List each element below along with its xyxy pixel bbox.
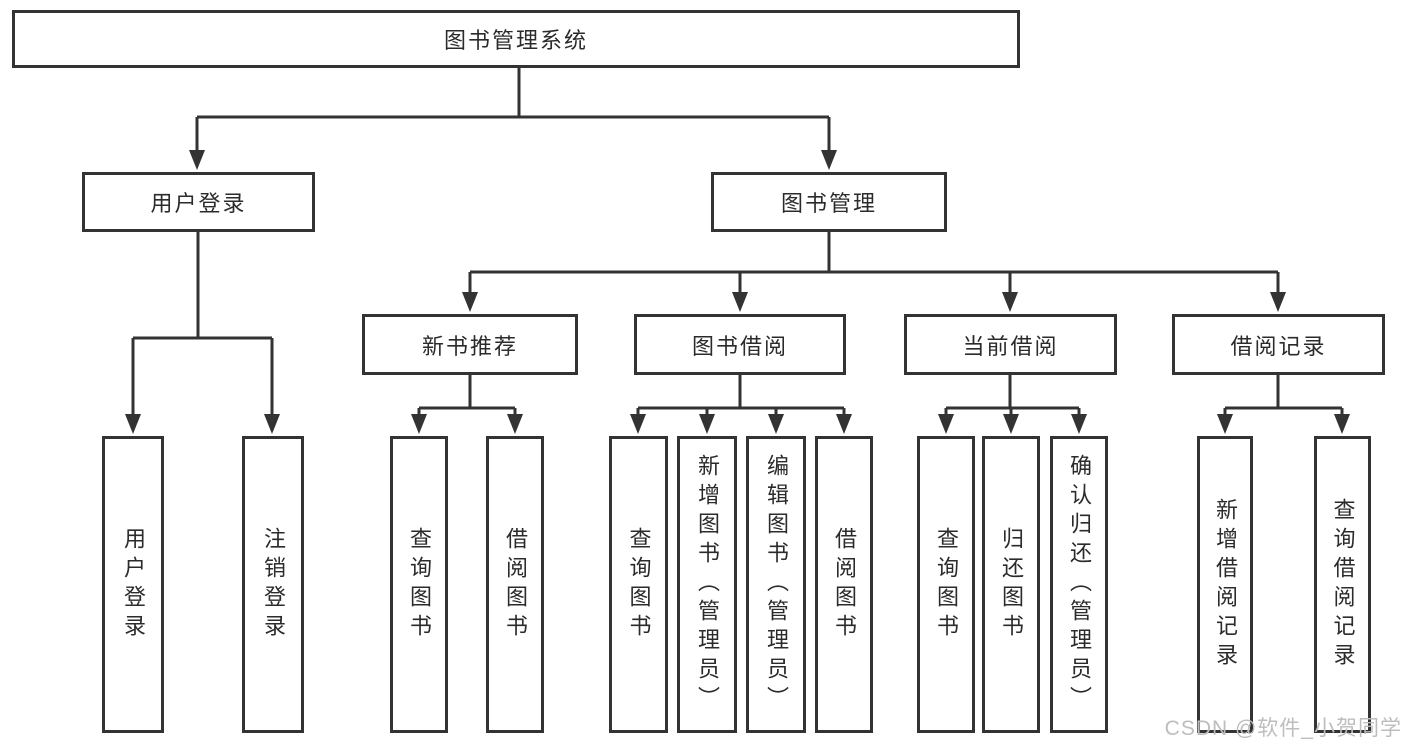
node-root: 图书管理系统 [12, 10, 1020, 68]
node-current-borrow-label: 当前借阅 [962, 333, 1059, 359]
leaf-borrow-edit-books-admin-label: 编辑图书（管理员） [764, 454, 789, 715]
leaf-borrow-edit-books-admin: 编辑图书（管理员） [746, 436, 806, 733]
leaf-current-return-books: 归还图书 [982, 436, 1040, 733]
leaf-current-confirm-return-admin: 确认归还（管理员） [1050, 436, 1108, 733]
node-book-management: 图书管理 [711, 172, 947, 232]
node-book-management-label: 图书管理 [780, 191, 877, 216]
node-borrow-records: 借阅记录 [1172, 314, 1385, 375]
leaf-logout: 注销登录 [242, 436, 304, 733]
leaf-borrow-query-books: 查询图书 [609, 436, 668, 733]
leaf-recommend-query-books-label: 查询图书 [407, 526, 432, 643]
leaf-user-login: 用户登录 [102, 436, 164, 733]
leaf-recommend-borrow-books: 借阅图书 [486, 436, 544, 733]
leaf-borrow-add-books-admin: 新增图书（管理员） [677, 436, 737, 733]
node-new-book-recommend-label: 新书推荐 [421, 333, 518, 359]
leaf-current-return-books-label: 归还图书 [999, 526, 1024, 643]
leaf-current-query-books: 查询图书 [917, 436, 975, 733]
leaf-user-login-label: 用户登录 [121, 526, 146, 643]
leaf-recommend-query-books: 查询图书 [390, 436, 448, 733]
leaf-recommend-borrow-books-label: 借阅图书 [503, 526, 528, 643]
csdn-watermark: CSDN @软件_小贺同学 [1164, 717, 1402, 740]
leaf-records-add-record: 新增借阅记录 [1197, 436, 1253, 733]
leaf-current-confirm-return-admin-label: 确认归还（管理员） [1067, 454, 1092, 715]
leaf-records-query-record-label: 查询借阅记录 [1330, 497, 1356, 672]
leaf-borrow-query-books-label: 查询图书 [626, 526, 652, 643]
leaf-records-query-record: 查询借阅记录 [1314, 436, 1371, 733]
node-root-label: 图书管理系统 [443, 28, 588, 53]
node-book-borrow-label: 图书借阅 [691, 333, 788, 359]
leaf-records-add-record-label: 新增借阅记录 [1213, 497, 1238, 672]
node-book-borrow: 图书借阅 [634, 314, 846, 375]
node-borrow-records-label: 借阅记录 [1230, 333, 1327, 359]
leaf-logout-label: 注销登录 [261, 526, 286, 643]
node-user-login-label: 用户登录 [150, 191, 247, 216]
leaf-borrow-add-books-admin-label: 新增图书（管理员） [695, 454, 720, 715]
leaf-current-query-books-label: 查询图书 [934, 526, 959, 643]
leaf-borrow-borrow-books-label: 借阅图书 [832, 526, 857, 643]
leaf-borrow-borrow-books: 借阅图书 [815, 436, 873, 733]
node-user-login: 用户登录 [82, 172, 315, 232]
node-current-borrow: 当前借阅 [904, 314, 1117, 375]
node-new-book-recommend: 新书推荐 [362, 314, 578, 375]
